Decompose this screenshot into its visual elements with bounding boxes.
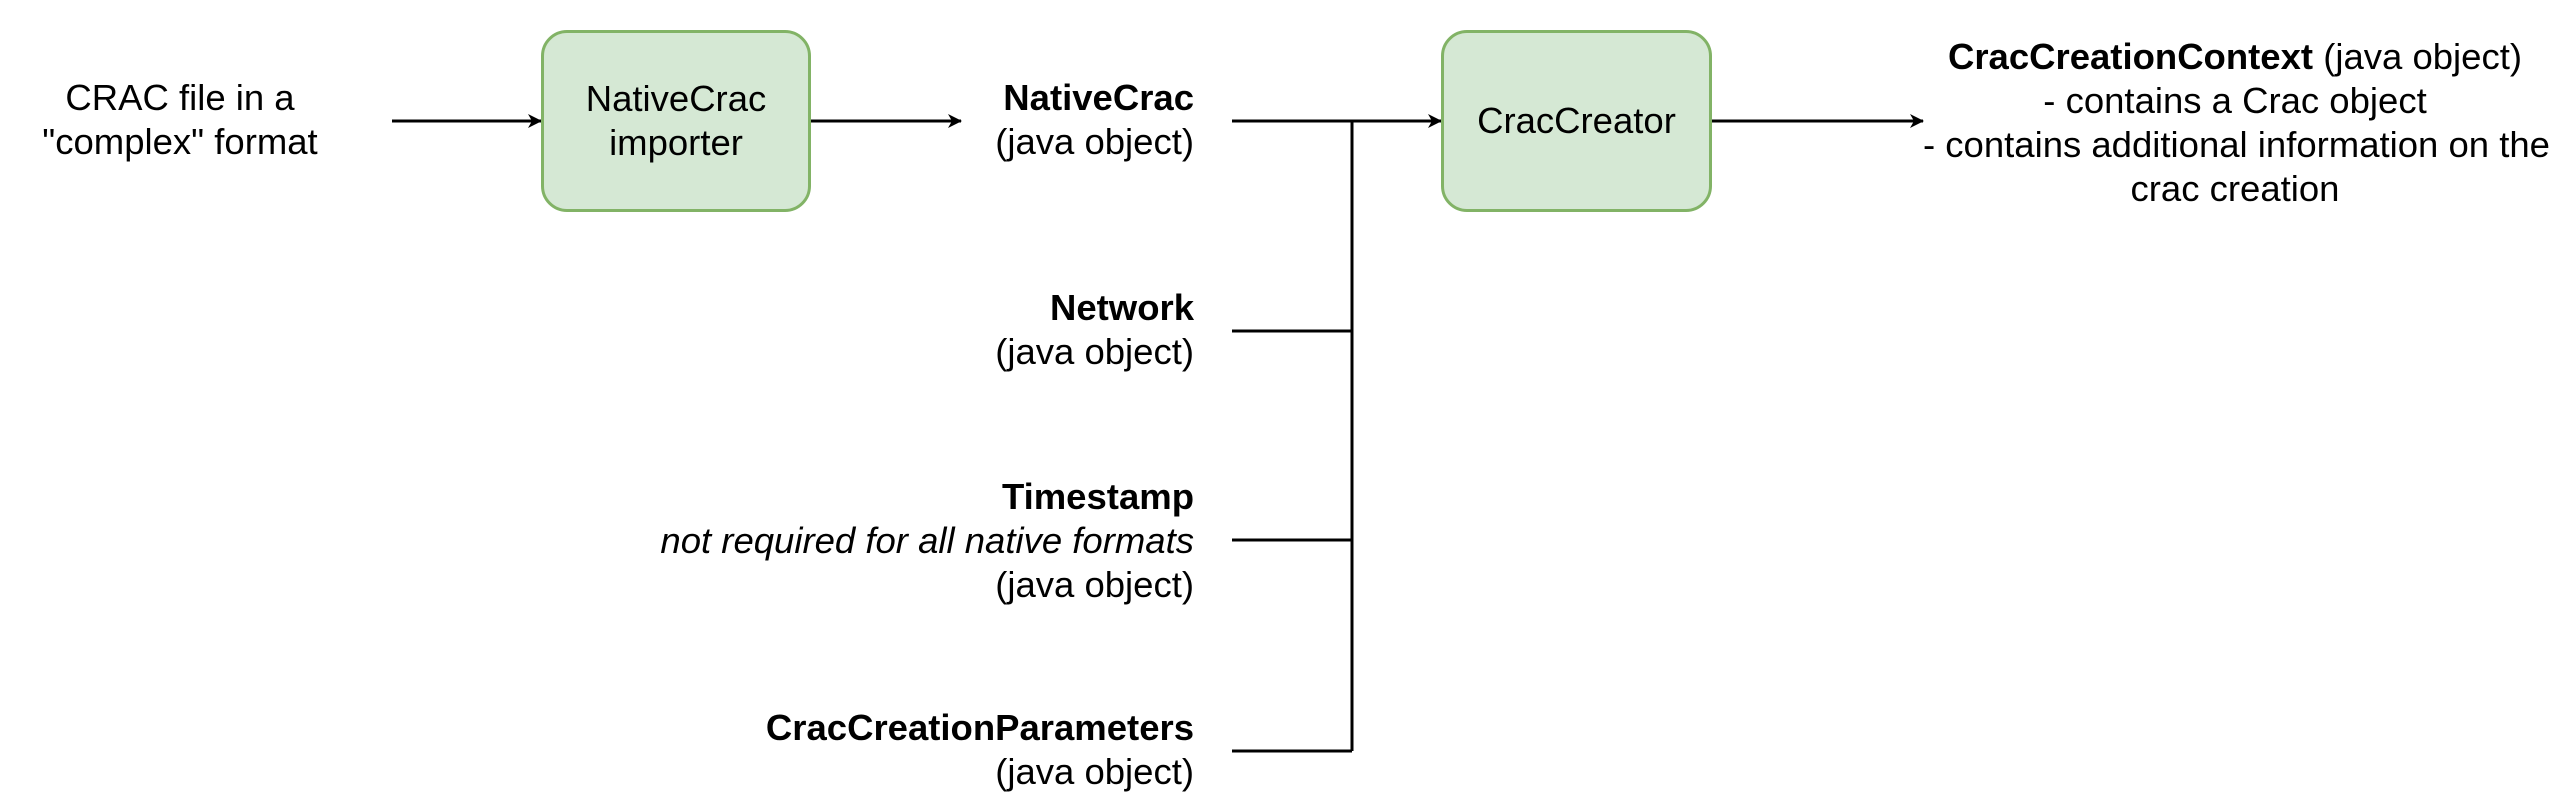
- source-line-1: CRAC file in a: [65, 77, 295, 118]
- output-line-4: crac creation: [2130, 168, 2340, 209]
- output-title: CracCreationContext: [1947, 36, 2314, 77]
- importer-line-1: NativeCrac: [585, 78, 767, 119]
- crac-creation-parameters-label: CracCreationParameters (java object): [620, 706, 1194, 794]
- timestamp-note: not required for all native formats: [660, 520, 1194, 561]
- native-crac-type: (java object): [995, 121, 1194, 162]
- source-crac-file-label: CRAC file in a "complex" format: [20, 76, 340, 164]
- native-crac-label: NativeCrac (java object): [820, 76, 1194, 164]
- timestamp-title: Timestamp: [1001, 476, 1194, 517]
- output-line-3: - contains additional information on the: [1923, 124, 2550, 165]
- parameters-title: CracCreationParameters: [765, 707, 1194, 748]
- network-type: (java object): [995, 331, 1194, 372]
- output-line-2: - contains a Crac object: [2043, 80, 2427, 121]
- crac-creation-context-label: CracCreationContext (java object) - cont…: [1923, 35, 2550, 211]
- crac-creator-box: CracCreator: [1441, 30, 1712, 212]
- native-crac-title: NativeCrac: [1003, 77, 1194, 118]
- importer-line-2: importer: [609, 122, 743, 163]
- native-crac-importer-box: NativeCrac importer: [541, 30, 811, 212]
- crac-creator-label: CracCreator: [1477, 100, 1676, 141]
- network-title: Network: [1049, 287, 1194, 328]
- parameters-type: (java object): [995, 751, 1194, 792]
- output-type: (java object): [2313, 36, 2523, 77]
- timestamp-type: (java object): [995, 564, 1194, 605]
- network-label: Network (java object): [820, 286, 1194, 374]
- source-line-2: "complex" format: [42, 121, 318, 162]
- timestamp-label: Timestamp not required for all native fo…: [540, 475, 1194, 607]
